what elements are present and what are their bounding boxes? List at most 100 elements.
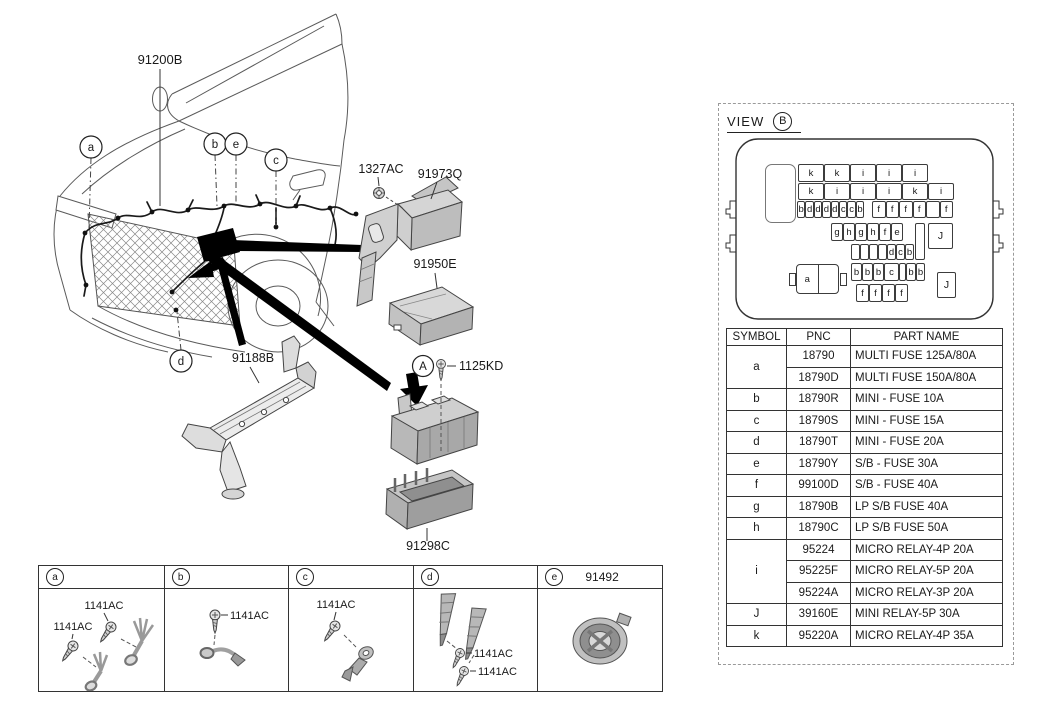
pnc-cell: 99100D bbox=[786, 474, 851, 497]
part-name-cell: MINI - FUSE 10A bbox=[850, 388, 1003, 411]
fuse-slot-i: i bbox=[850, 164, 876, 182]
fastener-cell-d: d 1141AC bbox=[412, 566, 538, 691]
fuse-slot-blank bbox=[899, 263, 906, 281]
fastener-cell-a: a 1141AC 1141AC bbox=[39, 566, 164, 692]
callout-d: d bbox=[178, 356, 184, 368]
callout-a-ref: a bbox=[46, 568, 64, 586]
screw-icon bbox=[320, 618, 343, 645]
view-title: VIEW B bbox=[727, 110, 801, 133]
fuse-slot-i: i bbox=[928, 183, 954, 200]
fuse-slot-i: i bbox=[824, 183, 850, 200]
fuse-slot-g: g bbox=[855, 223, 867, 241]
fuse-slot-k: k bbox=[798, 183, 824, 200]
symbol-cell: c bbox=[726, 409, 787, 432]
screw-icon bbox=[209, 609, 221, 634]
nut-label: 1327AC bbox=[358, 162, 403, 176]
relay-J-large: J bbox=[928, 223, 953, 249]
fuse-slot-blank bbox=[878, 244, 887, 260]
symbol-cell: J bbox=[726, 603, 787, 626]
grommet-part-number: 91492 bbox=[585, 570, 619, 584]
fastener-d-art: 1141AC 1141AC bbox=[431, 590, 517, 689]
multifuse-a-box: a bbox=[796, 264, 839, 294]
pnc-cell: 18790R bbox=[786, 388, 851, 411]
pnc-cell: 18790 bbox=[786, 345, 851, 368]
fuse-slot-c: c bbox=[896, 244, 905, 260]
fastener-cell-b: b 1141AC bbox=[163, 566, 289, 691]
fastener-a-art: 1141AC 1141AC bbox=[54, 600, 155, 692]
cover-bracket-label: 91973Q bbox=[418, 167, 463, 181]
fuse-slot-i: i bbox=[876, 164, 902, 182]
part-name-cell: MULTI FUSE 150A/80A bbox=[850, 366, 1003, 389]
screw-label: 1141AC bbox=[317, 599, 356, 611]
screw-label: 1141AC bbox=[478, 666, 517, 678]
fastener-strip: a 1141AC 1141AC bbox=[38, 565, 663, 692]
pnc-cell: 18790S bbox=[786, 409, 851, 432]
fuse-slot-f: f bbox=[882, 284, 895, 302]
bracket-91188B-art bbox=[181, 335, 317, 500]
fuse-slot-i: i bbox=[902, 164, 928, 182]
screw-label: 1141AC bbox=[85, 600, 124, 612]
fuse-slot-g: g bbox=[831, 223, 843, 241]
callout-d-ref: d bbox=[420, 568, 439, 586]
symbol-cell: f bbox=[726, 474, 787, 497]
fuse-slot-i: i bbox=[850, 183, 876, 200]
pointer-arrows bbox=[188, 240, 428, 406]
callout-e-ref: e bbox=[545, 568, 564, 586]
pnc-cell: 95220A bbox=[786, 624, 851, 647]
fuse-slot-f: f bbox=[869, 284, 882, 302]
part-name-cell: MICRO RELAY-4P 20A bbox=[850, 538, 1003, 561]
symbol-cell: b bbox=[726, 388, 787, 411]
view-ref-circle: B bbox=[773, 111, 793, 131]
screw-label: 1141AC bbox=[230, 610, 269, 622]
pnc-cell: 18790D bbox=[786, 366, 851, 389]
multifuse-divider bbox=[817, 265, 819, 293]
arrow-small-head bbox=[188, 261, 214, 278]
fuse-slot-f: f bbox=[912, 201, 926, 218]
fastener-cell-e-header: e 91492 bbox=[538, 566, 662, 589]
fastener-cell-b-header: b bbox=[164, 566, 289, 589]
lower-cover-91298C-art bbox=[385, 468, 475, 530]
fuse-slot-b: b bbox=[916, 263, 925, 281]
terminal-lug-icon bbox=[341, 646, 374, 682]
grommet-art bbox=[572, 612, 633, 665]
fuse-slot-k: k bbox=[824, 164, 850, 182]
pnc-cell: 95225F bbox=[786, 560, 851, 583]
fuse-slot-i: i bbox=[876, 183, 902, 200]
multifuse-letter: a bbox=[804, 273, 810, 285]
arrow-section-a-head bbox=[400, 385, 428, 406]
part-name-cell: MINI - FUSE 20A bbox=[850, 431, 1003, 454]
fuse-slot-k: k bbox=[902, 183, 928, 200]
multifuse-tab-right bbox=[840, 273, 847, 286]
pnc-cell: 39160E bbox=[786, 603, 851, 626]
fuse-slot-b: b bbox=[851, 263, 862, 281]
upper-cover-91950E-art bbox=[388, 286, 475, 346]
nut-1327AC-icon bbox=[373, 187, 385, 199]
fuse-slot-d: d bbox=[805, 201, 814, 218]
symbol-cell: g bbox=[726, 495, 787, 518]
symbol-cell: e bbox=[726, 452, 787, 475]
fuse-slot-b: b bbox=[873, 263, 884, 281]
callouts: a b e c d bbox=[79, 132, 288, 373]
fastener-cell-a-header: a bbox=[39, 566, 164, 589]
junction-box-silhouette bbox=[197, 228, 240, 262]
fuse-slot-b: b bbox=[862, 263, 873, 281]
symbol-cell: d bbox=[726, 431, 787, 454]
fastener-cell-d-header: d bbox=[413, 566, 538, 589]
fuse-slot-blank bbox=[869, 244, 878, 260]
upper-cover-label: 91950E bbox=[413, 257, 456, 271]
main-diagram-art: a b e c d bbox=[53, 13, 503, 553]
fuse-slot-b: b bbox=[855, 201, 865, 218]
fuse-slot-b: b bbox=[797, 201, 806, 218]
lower-cover-label: 91298C bbox=[406, 539, 450, 553]
fuse-slot-k: k bbox=[798, 164, 824, 182]
grommet-icon bbox=[572, 612, 633, 665]
fusebox-body-art bbox=[390, 393, 480, 465]
fuse-slot-h: h bbox=[867, 223, 879, 241]
